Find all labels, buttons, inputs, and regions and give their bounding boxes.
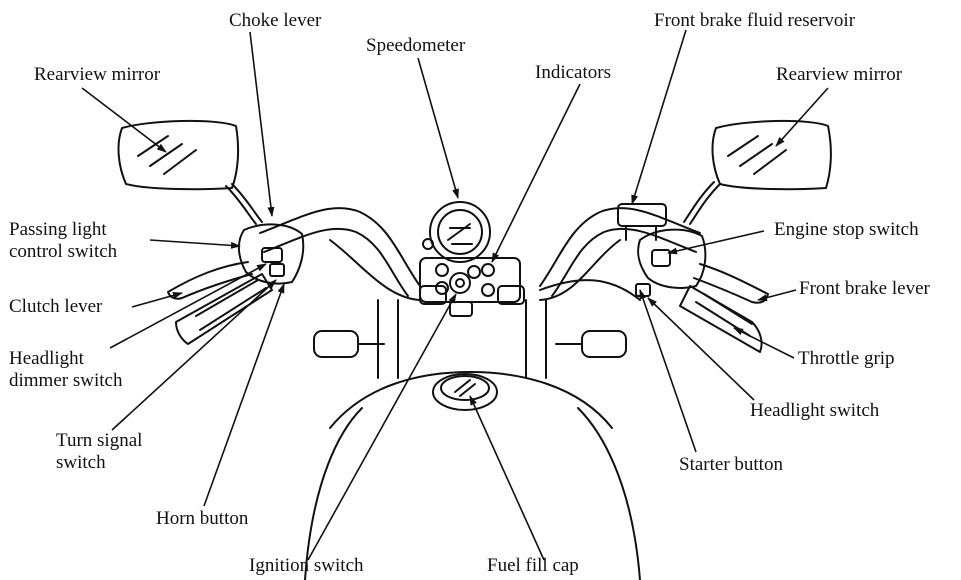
leader-horn-button (204, 284, 284, 506)
leader-starter-button (640, 290, 696, 452)
leader-speedometer (418, 58, 458, 198)
label-headlight-dimmer-line-2: dimmer switch (9, 370, 122, 392)
label-ignition-switch: Ignition switch (249, 555, 364, 577)
label-front-brake-lever: Front brake lever (799, 278, 930, 300)
left-turn-signal (314, 331, 358, 357)
label-turn-signal-switch: Turn signal switch (56, 430, 142, 474)
label-clutch-lever: Clutch lever (9, 296, 102, 318)
label-front-brake-fluid-reservoir: Front brake fluid reservoir (654, 10, 855, 32)
right-turn-signal (582, 331, 626, 357)
label-engine-stop-switch: Engine stop switch (774, 219, 919, 241)
label-headlight-dimmer-switch: Headlight dimmer switch (9, 348, 122, 392)
leader-engine-stop (668, 231, 764, 253)
label-throttle-grip: Throttle grip (798, 348, 895, 370)
leader-clutch-lever (132, 293, 182, 307)
label-turn-signal-line-1: Turn signal (56, 430, 142, 452)
label-rearview-mirror-left: Rearview mirror (34, 64, 160, 86)
leader-rearview-mirror-left (82, 88, 166, 152)
label-headlight-switch: Headlight switch (750, 400, 879, 422)
left-mirror (119, 121, 239, 189)
leader-front-brake-fluid (632, 30, 686, 204)
front-brake-lever (694, 264, 768, 303)
label-indicators: Indicators (535, 62, 611, 84)
throttle-grip-shape (680, 286, 762, 352)
handlebar-right (540, 208, 700, 286)
label-horn-button: Horn button (156, 508, 248, 530)
leader-rearview-mirror-right (776, 88, 828, 146)
label-turn-signal-line-2: switch (56, 452, 142, 474)
ignition-switch (450, 273, 470, 293)
label-passing-light-line-2: control switch (9, 241, 117, 263)
label-headlight-dimmer-line-1: Headlight (9, 348, 122, 370)
leader-passing-light (150, 240, 240, 246)
leader-fuel-fill-cap (470, 396, 544, 560)
label-starter-button: Starter button (679, 454, 783, 476)
label-speedometer: Speedometer (366, 35, 465, 57)
label-fuel-fill-cap: Fuel fill cap (487, 555, 579, 577)
label-choke-lever: Choke lever (229, 10, 321, 32)
leader-indicators (492, 84, 580, 262)
label-passing-light-control-switch: Passing light control switch (9, 219, 117, 263)
label-passing-light-line-1: Passing light (9, 219, 117, 241)
leader-choke-lever (250, 32, 272, 216)
left-grip (176, 274, 272, 344)
label-rearview-mirror-right: Rearview mirror (776, 64, 902, 86)
